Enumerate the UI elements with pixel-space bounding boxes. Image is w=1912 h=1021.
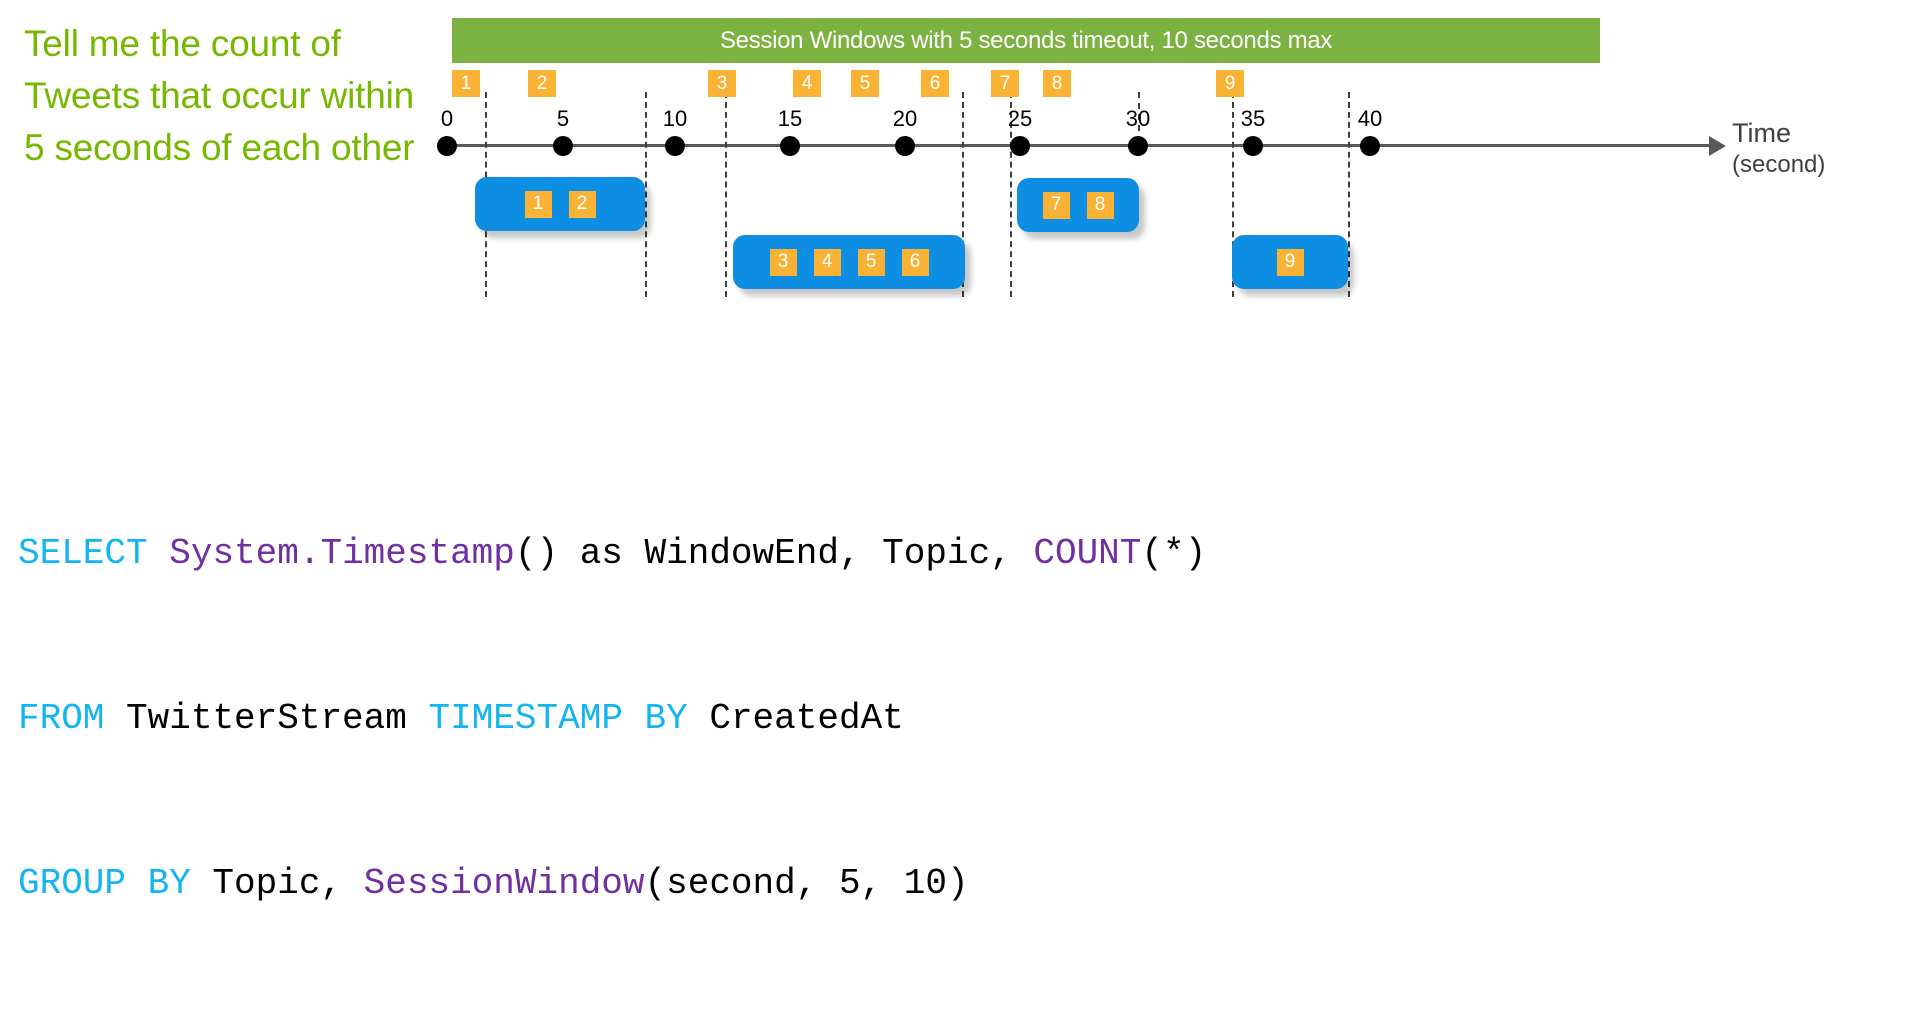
time-label-main: Time <box>1732 118 1791 148</box>
timeline-tick-label: 5 <box>556 106 570 131</box>
query-token: System.Timestamp <box>169 533 515 574</box>
event-marker-5: 5 <box>851 70 879 97</box>
event-marker-1: 1 <box>452 70 480 97</box>
query-token: Topic, <box>190 863 364 904</box>
guide-line <box>1138 92 1140 142</box>
event-marker-6: 6 <box>921 70 949 97</box>
sql-query-block: SELECT System.Timestamp() as WindowEnd, … <box>18 416 1206 1021</box>
timeline-tick-label: 35 <box>1240 106 1266 131</box>
time-label-sub: (second) <box>1732 151 1826 178</box>
guide-line <box>962 92 964 297</box>
query-token: TIMESTAMP BY <box>428 698 688 739</box>
question-text: Tell me the count of Tweets that occur w… <box>24 23 415 168</box>
window-event-marker-3: 3 <box>769 248 797 276</box>
guide-line <box>1348 92 1350 297</box>
window-event-marker-1: 1 <box>524 190 552 218</box>
timeline-arrow-icon <box>1709 136 1726 156</box>
query-token: TwitterStream <box>104 698 429 739</box>
timeline-tick-dot <box>553 136 573 156</box>
timeline-axis <box>447 144 1713 147</box>
timeline-tick-dot <box>895 136 915 156</box>
timeline-tick-dot <box>1243 136 1263 156</box>
event-marker-8: 8 <box>1043 70 1071 97</box>
timeline-tick-label: 25 <box>1007 106 1033 131</box>
event-marker-9: 9 <box>1216 70 1244 97</box>
query-token: FROM <box>18 698 105 739</box>
session-window-4: 9 <box>1232 235 1348 289</box>
session-window-banner: Session Windows with 5 seconds timeout, … <box>452 18 1600 63</box>
window-event-marker-5: 5 <box>857 248 885 276</box>
timeline-tick-dot <box>437 136 457 156</box>
query-token: SELECT <box>18 533 170 574</box>
timeline-tick-label: 30 <box>1125 106 1151 131</box>
guide-line <box>725 92 727 297</box>
timeline-tick-dot <box>780 136 800 156</box>
window-event-marker-6: 6 <box>901 248 929 276</box>
slide-canvas: Tell me the count of Tweets that occur w… <box>18 18 1825 904</box>
timeline-tick-label: 40 <box>1357 106 1383 131</box>
query-token: () as WindowEnd, Topic, <box>514 533 1034 574</box>
query-token: CreatedAt <box>687 698 904 739</box>
query-token: GROUP BY <box>18 863 191 904</box>
query-line-1: SELECT System.Timestamp() as WindowEnd, … <box>18 526 1206 581</box>
guide-line <box>1010 92 1012 297</box>
query-token: (*) <box>1141 533 1207 574</box>
event-marker-3: 3 <box>708 70 736 97</box>
timeline-tick-label: 20 <box>892 106 918 131</box>
timeline-axis-label: Time (second) <box>1732 118 1825 180</box>
event-marker-4: 4 <box>793 70 821 97</box>
timeline-tick-label: 0 <box>440 106 454 131</box>
query-token: SessionWindow <box>363 863 645 904</box>
guide-line <box>645 92 647 297</box>
query-token: (second, 5, 10) <box>644 863 969 904</box>
query-line-3: GROUP BY Topic, SessionWindow(second, 5,… <box>18 856 1206 911</box>
timeline-tick-label: 15 <box>777 106 803 131</box>
timeline-tick-dot <box>665 136 685 156</box>
window-event-marker-2: 2 <box>568 190 596 218</box>
guide-line <box>1232 92 1234 297</box>
event-marker-2: 2 <box>528 70 556 97</box>
timeline-tick-dot <box>1010 136 1030 156</box>
query-line-2: FROM TwitterStream TIMESTAMP BY CreatedA… <box>18 691 1206 746</box>
window-event-marker-4: 4 <box>813 248 841 276</box>
timeline-tick-dot <box>1360 136 1380 156</box>
window-event-marker-9: 9 <box>1276 248 1304 276</box>
timeline-tick-label: 10 <box>662 106 688 131</box>
window-event-marker-8: 8 <box>1086 191 1114 219</box>
window-event-marker-7: 7 <box>1042 191 1070 219</box>
timeline-tick-dot <box>1128 136 1148 156</box>
event-marker-7: 7 <box>991 70 1019 97</box>
banner-title: Session Windows with 5 seconds timeout, … <box>719 26 1333 54</box>
query-token: COUNT <box>1033 533 1142 574</box>
